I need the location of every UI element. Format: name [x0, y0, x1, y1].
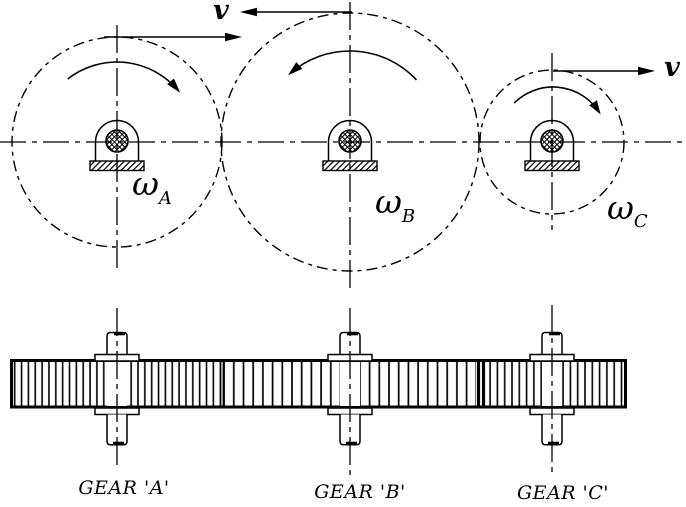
- rotation-arrow-gear-b-counterclockwise: [288, 50, 418, 81]
- gear-a-b-boundary: [219, 360, 225, 408]
- caption-gear-c: GEAR 'C': [517, 482, 609, 504]
- rotation-arrow-gear-c-clockwise: [513, 86, 601, 115]
- velocity-label-gear-c: v: [664, 52, 680, 83]
- plan-view: v v ωA ωB ωC: [11, 0, 680, 272]
- velocity-arrow-gear-c: [553, 66, 655, 76]
- omega-label-gear-a: ωA: [132, 164, 172, 209]
- omega-label-gear-b: ωB: [375, 182, 415, 227]
- velocity-arrow-gear-b: [240, 7, 352, 17]
- caption-gear-a: GEAR 'A': [78, 477, 169, 499]
- velocity-label-gear-b: v: [213, 0, 229, 26]
- centerlines: [0, 2, 686, 476]
- caption-gear-b: GEAR 'B': [314, 481, 406, 503]
- omega-label-gear-c: ωC: [607, 188, 648, 232]
- gear-b-c-boundary: [476, 360, 486, 408]
- velocity-arrow-gear-a: [104, 32, 242, 42]
- rotation-arrow-gear-a-clockwise: [67, 61, 181, 93]
- side-view: [10, 331, 627, 447]
